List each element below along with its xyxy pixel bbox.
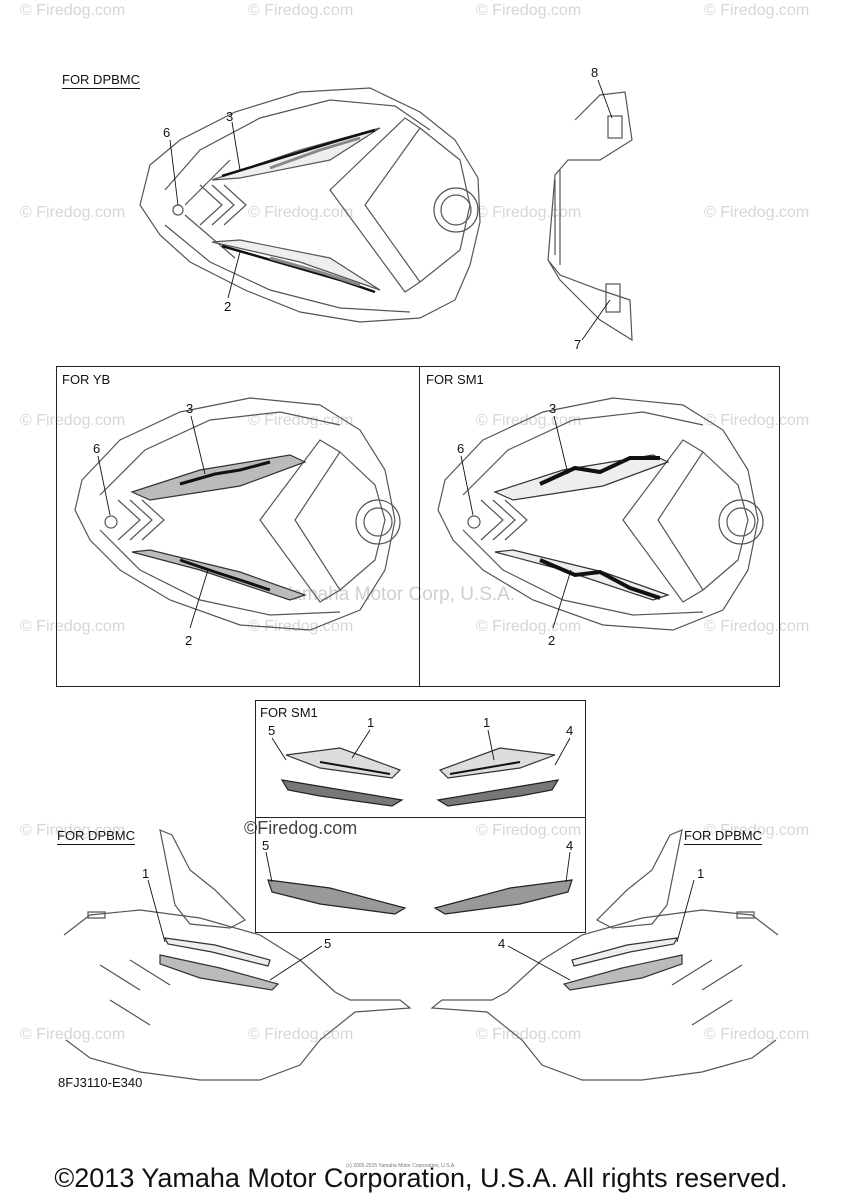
callout-number: 6: [163, 125, 171, 140]
watermark: © Firedog.com: [248, 1026, 354, 1043]
deck-outline-sm1: [437, 397, 764, 631]
section-label-sm1-inset: FOR SM1: [260, 705, 318, 720]
callout-number: 1: [367, 715, 375, 730]
decal-2-top: [211, 239, 381, 294]
section-label-bottom-right-dpbmc: FOR DPBMC: [684, 828, 762, 845]
watermark: © Firedog.com: [476, 822, 582, 839]
watermark: © Firedog.com: [248, 618, 354, 635]
center-watermark: Yamaha Motor Corp, U.S.A.: [280, 584, 516, 605]
side-profile-top-right: [547, 91, 633, 342]
callout-number: 8: [591, 65, 599, 80]
callout-number: 4: [498, 936, 506, 951]
watermark: © Firedog.com: [20, 1026, 126, 1043]
side-view-bottom-right: [430, 829, 779, 1081]
callout-number: 3: [549, 401, 557, 416]
watermark: © Firedog.com: [704, 204, 810, 221]
callout-number: 5: [268, 723, 276, 738]
watermark: ©Firedog.com: [244, 818, 358, 838]
callout-number: 3: [186, 401, 194, 416]
watermark: © Firedog.com: [20, 618, 126, 635]
watermark: © Firedog.com: [20, 412, 126, 429]
decal-3-sm1: [493, 454, 670, 501]
watermark: © Firedog.com: [476, 1026, 582, 1043]
section-label-top-dpbmc: FOR DPBMC: [62, 72, 140, 89]
panel-sm1-inset-bottom: [255, 817, 586, 933]
copyright-footer: ©2013 Yamaha Motor Corporation, U.S.A. A…: [54, 1163, 788, 1193]
inset-decals-bottom: [265, 851, 573, 915]
section-label-yb: FOR YB: [62, 372, 111, 387]
deck-outline-yb: [74, 397, 401, 631]
callout-number: 3: [226, 109, 234, 124]
watermark: © Firedog.com: [476, 412, 582, 429]
watermark: © Firedog.com: [704, 822, 810, 839]
callout-number: 1: [483, 715, 491, 730]
watermark: © Firedog.com: [704, 412, 810, 429]
watermark: © Firedog.com: [248, 204, 354, 221]
section-label-sm1: FOR SM1: [426, 372, 484, 387]
watermark: © Firedog.com: [248, 2, 354, 19]
decal-3-top: [211, 127, 381, 181]
callout-number: 6: [93, 441, 101, 456]
callout-number: 1: [697, 866, 705, 881]
callout-number: 2: [224, 299, 232, 314]
decal-2-yb: [131, 549, 307, 601]
callout-number: 5: [324, 936, 332, 951]
watermark: © Firedog.com: [248, 412, 354, 429]
watermark: © Firedog.com: [704, 618, 810, 635]
deck-outline-top: [139, 87, 481, 323]
decal-3-yb: [130, 454, 307, 501]
diagram-code: 8FJ3110-E340: [58, 1075, 143, 1090]
callout-number: 7: [574, 337, 582, 352]
callout-number: 4: [566, 838, 574, 853]
callout-number: 4: [566, 723, 574, 738]
watermark: © Firedog.com: [476, 2, 582, 19]
callout-number: 6: [457, 441, 465, 456]
callout-number: 1: [142, 866, 150, 881]
fine-print: (c) 2005-2015 Yamaha Motor Corporation, …: [346, 1163, 456, 1169]
section-label-bottom-left-dpbmc: FOR DPBMC: [57, 828, 135, 845]
watermark: © Firedog.com: [704, 1026, 810, 1043]
side-view-bottom-left: [63, 829, 412, 1081]
watermark: © Firedog.com: [704, 2, 810, 19]
callout-number: 2: [548, 633, 556, 648]
watermark: © Firedog.com: [20, 204, 126, 221]
watermark: © Firedog.com: [20, 822, 126, 839]
callout-number: 5: [262, 838, 270, 853]
inset-decals-top: [271, 729, 571, 807]
callout-number: 2: [185, 633, 193, 648]
watermark: © Firedog.com: [20, 2, 126, 19]
panel-sm1: [419, 366, 780, 687]
decal-2-sm1: [494, 549, 670, 601]
